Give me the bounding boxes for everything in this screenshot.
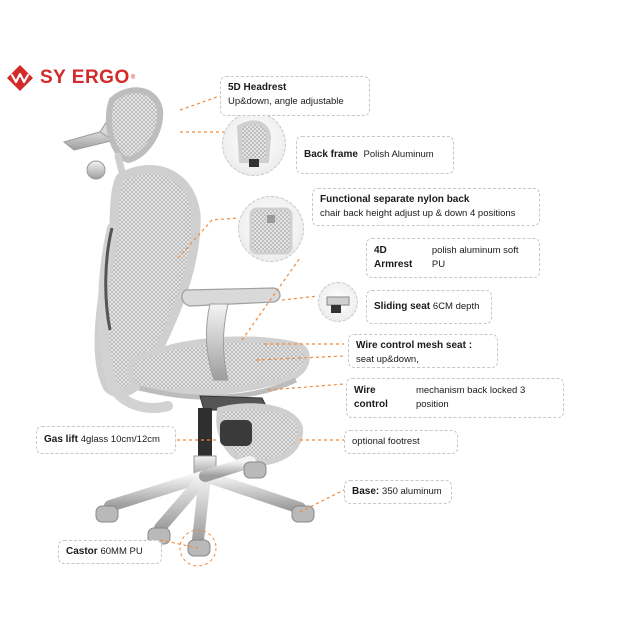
- sliding-seat-title: Sliding seat: [374, 301, 431, 312]
- callout-mesh-seat: Wire control mesh seat : seat up&down,: [348, 334, 498, 368]
- callout-footrest: optional footrest: [344, 430, 458, 454]
- sliding-seat-detail-thumb: [318, 282, 358, 322]
- base-desc: 350 aluminum: [382, 486, 442, 497]
- callout-wire-control: Wire control mechanism back locked 3 pos…: [346, 378, 564, 418]
- nylon-back-detail-thumb: [238, 196, 304, 262]
- armrest-desc: polish aluminum soft PU: [431, 245, 519, 270]
- armrest-title: 4D Armrest: [374, 245, 413, 270]
- gas-lift-desc: 4glass 10cm/12cm: [80, 434, 160, 445]
- nylon-back-desc: chair back height adjust up & down 4 pos…: [320, 208, 516, 219]
- castor-title: Castor: [66, 546, 98, 557]
- nylon-back-detail-icon: [249, 207, 293, 255]
- footrest-desc: optional footrest: [352, 436, 420, 447]
- back-frame-desc: Polish Aluminum: [363, 149, 434, 160]
- castor-desc: 60MM PU: [100, 546, 143, 557]
- callout-back-frame: Back frame Polish Aluminum: [296, 136, 454, 174]
- nylon-back-title: Functional separate nylon back: [320, 194, 470, 205]
- callout-base: Base: 350 aluminum: [344, 480, 452, 504]
- back-frame-title: Back frame: [304, 149, 358, 160]
- brand-mark-icon: [7, 65, 33, 91]
- mesh-seat-title: Wire control mesh seat :: [356, 340, 473, 351]
- wire-control-title: Wire control: [354, 385, 388, 410]
- back-frame-detail-thumb: [222, 112, 286, 176]
- base-title: Base:: [352, 486, 380, 497]
- callout-armrest: 4D Armrest polish aluminum soft PU: [366, 238, 540, 278]
- callout-castor: Castor 60MM PU: [58, 540, 162, 564]
- sliding-seat-desc: 6CM depth: [432, 301, 480, 312]
- brand-registered: ®: [130, 75, 136, 81]
- headrest-title: 5D Headrest: [228, 82, 287, 93]
- wire-control-desc: mechanism back locked 3 position: [415, 385, 526, 410]
- brand-name: SY ERGO: [40, 67, 130, 88]
- callout-headrest: 5D Headrest Up&down, angle adjustable: [220, 76, 370, 116]
- mesh-seat-desc: seat up&down,: [356, 354, 419, 365]
- brand-logo: SY ERGO®: [6, 64, 135, 92]
- sliding-seat-detail-icon: [326, 296, 350, 313]
- callout-nylon-back: Functional separate nylon back chair bac…: [312, 188, 540, 226]
- callout-sliding-seat: Sliding seat 6CM depth: [366, 290, 492, 324]
- gas-lift-title: Gas lift: [44, 434, 78, 445]
- callout-gas-lift: Gas lift 4glass 10cm/12cm: [36, 426, 176, 454]
- back-frame-detail-icon: [236, 120, 272, 167]
- headrest-desc: Up&down, angle adjustable: [228, 96, 344, 107]
